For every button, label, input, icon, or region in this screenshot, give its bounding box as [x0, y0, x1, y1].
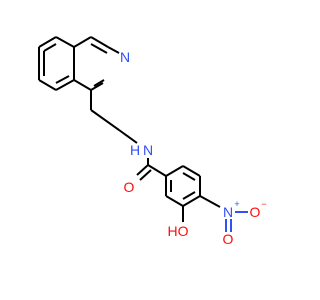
bond: [107, 46, 120, 54]
bond: [73, 36, 92, 48]
bond: [90, 109, 120, 131]
amide-nitrogen-label: N: [143, 142, 153, 158]
bond: [55, 79, 75, 91]
bond: [73, 79, 92, 91]
bond: [43, 43, 57, 52]
bond: [118, 129, 138, 144]
bond: [165, 165, 184, 177]
nitro-nitrogen-charge: +: [234, 199, 239, 209]
amide-hydrogen-label: H: [130, 142, 140, 158]
bond: [136, 164, 149, 176]
bond: [139, 169, 152, 181]
bond: [165, 195, 184, 207]
bond: [38, 36, 57, 48]
bond: [147, 164, 167, 177]
bond: [182, 191, 196, 200]
bond: [182, 165, 201, 177]
bonds: [38, 36, 221, 222]
nitro-oxygen-minus-label: O: [250, 204, 261, 220]
bond: [182, 172, 196, 181]
bond: [90, 82, 104, 91]
nitro-nitrogen-label: N: [223, 204, 233, 220]
ring-nitrogen-label: N: [120, 49, 130, 65]
bond: [90, 43, 108, 54]
bond: [38, 79, 57, 91]
bond: [199, 195, 221, 208]
bond: [182, 195, 201, 207]
molecule-structure: N N H O N + O − O HO: [38, 36, 267, 247]
bond: [93, 79, 105, 87]
nitro-oxygen-label: O: [223, 231, 234, 247]
nitro-bonds: [225, 211, 248, 232]
atom-labels: N N H O N + O − O HO: [120, 49, 267, 247]
bond: [55, 36, 75, 48]
nitro-oxygen-minus-charge: −: [261, 199, 266, 209]
carbonyl-oxygen-label: O: [124, 179, 135, 195]
hydroxy-label: HO: [168, 223, 189, 239]
bond: [55, 75, 70, 84]
bond: [90, 36, 109, 48]
